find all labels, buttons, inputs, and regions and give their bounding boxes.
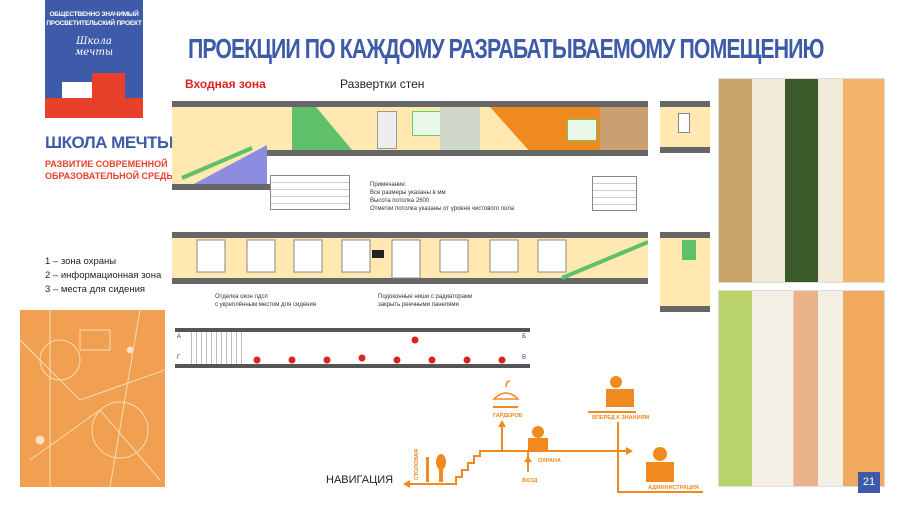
legend-item: 3 – места для сидения: [45, 284, 146, 295]
logo-line2: ПРОСВЕТИТЕЛЬСКИЙ ПРОЕКТ: [46, 20, 142, 27]
legend-item: 2 – информационная зона: [45, 270, 162, 281]
floor-plan: А Б Г В: [175, 328, 530, 368]
nav-vhod: ВХОД: [522, 478, 537, 484]
page-number: 21: [858, 472, 880, 493]
legend-item: 1 – зона охраны: [45, 256, 117, 267]
nav-garderob: ГАРДЕРОБ: [493, 413, 523, 419]
plan-letter: В: [521, 355, 526, 361]
materials-table: [270, 175, 350, 210]
symbols-table: [592, 176, 637, 211]
page-title: ПРОЕКЦИИ ПО КАЖДОМУ РАЗРАБАТЫВАЕМОМУ ПОМ…: [188, 33, 825, 64]
nav-stolovaya: СТОЛОВАЯ: [414, 449, 420, 480]
zone-title: Входная зона: [185, 77, 266, 91]
project-logo: ОБЩЕСТВЕННО ЗНАЧИМЫЙ ПРОСВЕТИТЕЛЬСКИЙ ПРО…: [45, 0, 143, 118]
zone-legend: 1 – зона охраны 2 – информационная зона …: [45, 255, 161, 297]
plan-letter: Г: [177, 355, 181, 361]
side-elevation-2: [660, 232, 710, 312]
logo-line1: ОБЩЕСТВЕННО ЗНАЧИМЫЙ: [49, 11, 139, 18]
staircase-elevation: [172, 140, 272, 190]
corridor-photo-1: [718, 78, 885, 283]
decorative-pattern: [20, 310, 165, 487]
plan-letter: А: [177, 334, 182, 340]
navigation-diagram: ГАРДЕРОБ ОХРАНА ВХОД ВПЕРЕД К ЗНАНИЯМ АД…: [403, 376, 703, 493]
logo-script1: Школа: [76, 36, 112, 47]
logo-script2: мечты: [74, 47, 114, 58]
plan-letter: Б: [522, 334, 526, 340]
windows-row: [196, 239, 648, 280]
navigation-label: НАВИГАЦИЯ: [326, 474, 394, 486]
nav-admin: АДМИНИСТРАЦИЯ: [648, 485, 699, 491]
side-elevation-1: [660, 101, 710, 153]
nav-ohrana: ОХРАНА: [538, 458, 561, 464]
brand-name: ШКОЛА МЕЧТЫ: [45, 133, 174, 152]
corridor-photo-2: [718, 290, 885, 487]
nav-vpered: ВПЕРЕД К ЗНАНИЯМ: [592, 415, 650, 421]
drawing-subtitle: Развертки стен: [340, 77, 425, 91]
